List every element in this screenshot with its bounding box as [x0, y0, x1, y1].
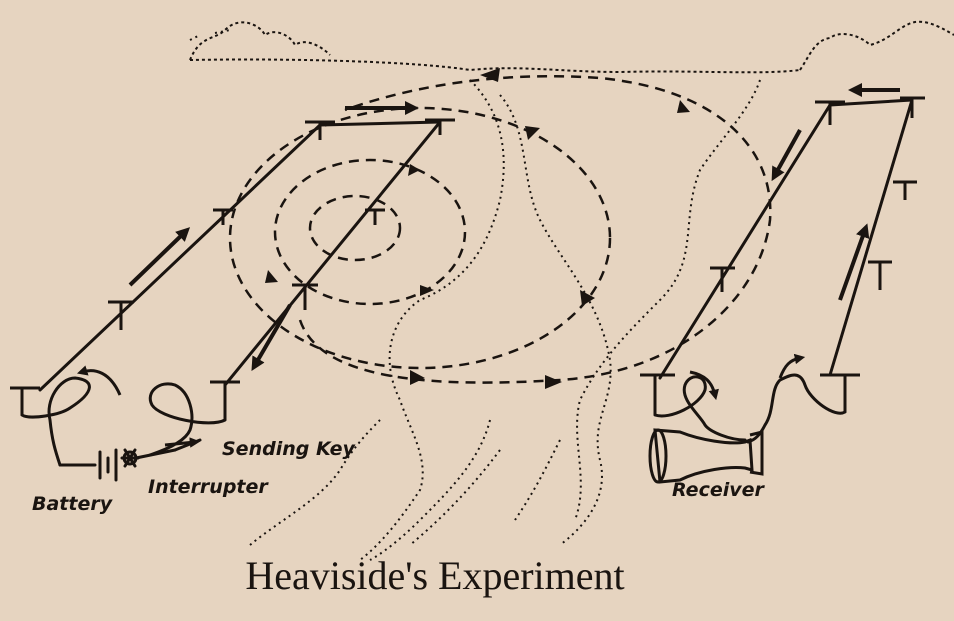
left-ground-arrows	[76, 365, 201, 448]
right-ground-arrows	[689, 353, 806, 401]
dotted-ground-lines	[189, 29, 761, 561]
diagram-caption: Heaviside's Experiment	[245, 553, 625, 598]
field-line-arrows	[265, 68, 690, 389]
left-line-poles	[10, 118, 455, 420]
right-line-current-arrows	[771, 83, 900, 301]
battery-label: Battery	[32, 493, 114, 515]
right-telegraph-line	[658, 98, 914, 380]
left-line-current-arrows	[128, 101, 419, 372]
sending-key-label: Sending Key	[222, 438, 357, 460]
receiver-icon	[648, 428, 764, 484]
horizon-hills	[189, 20, 954, 74]
field-lines	[228, 74, 772, 384]
right-line-poles	[640, 96, 925, 415]
receiver-label: Receiver	[672, 479, 766, 501]
interrupter-label: Interrupter	[148, 476, 269, 498]
left-telegraph-line	[38, 120, 442, 392]
left-ground-circuit	[20, 376, 227, 482]
